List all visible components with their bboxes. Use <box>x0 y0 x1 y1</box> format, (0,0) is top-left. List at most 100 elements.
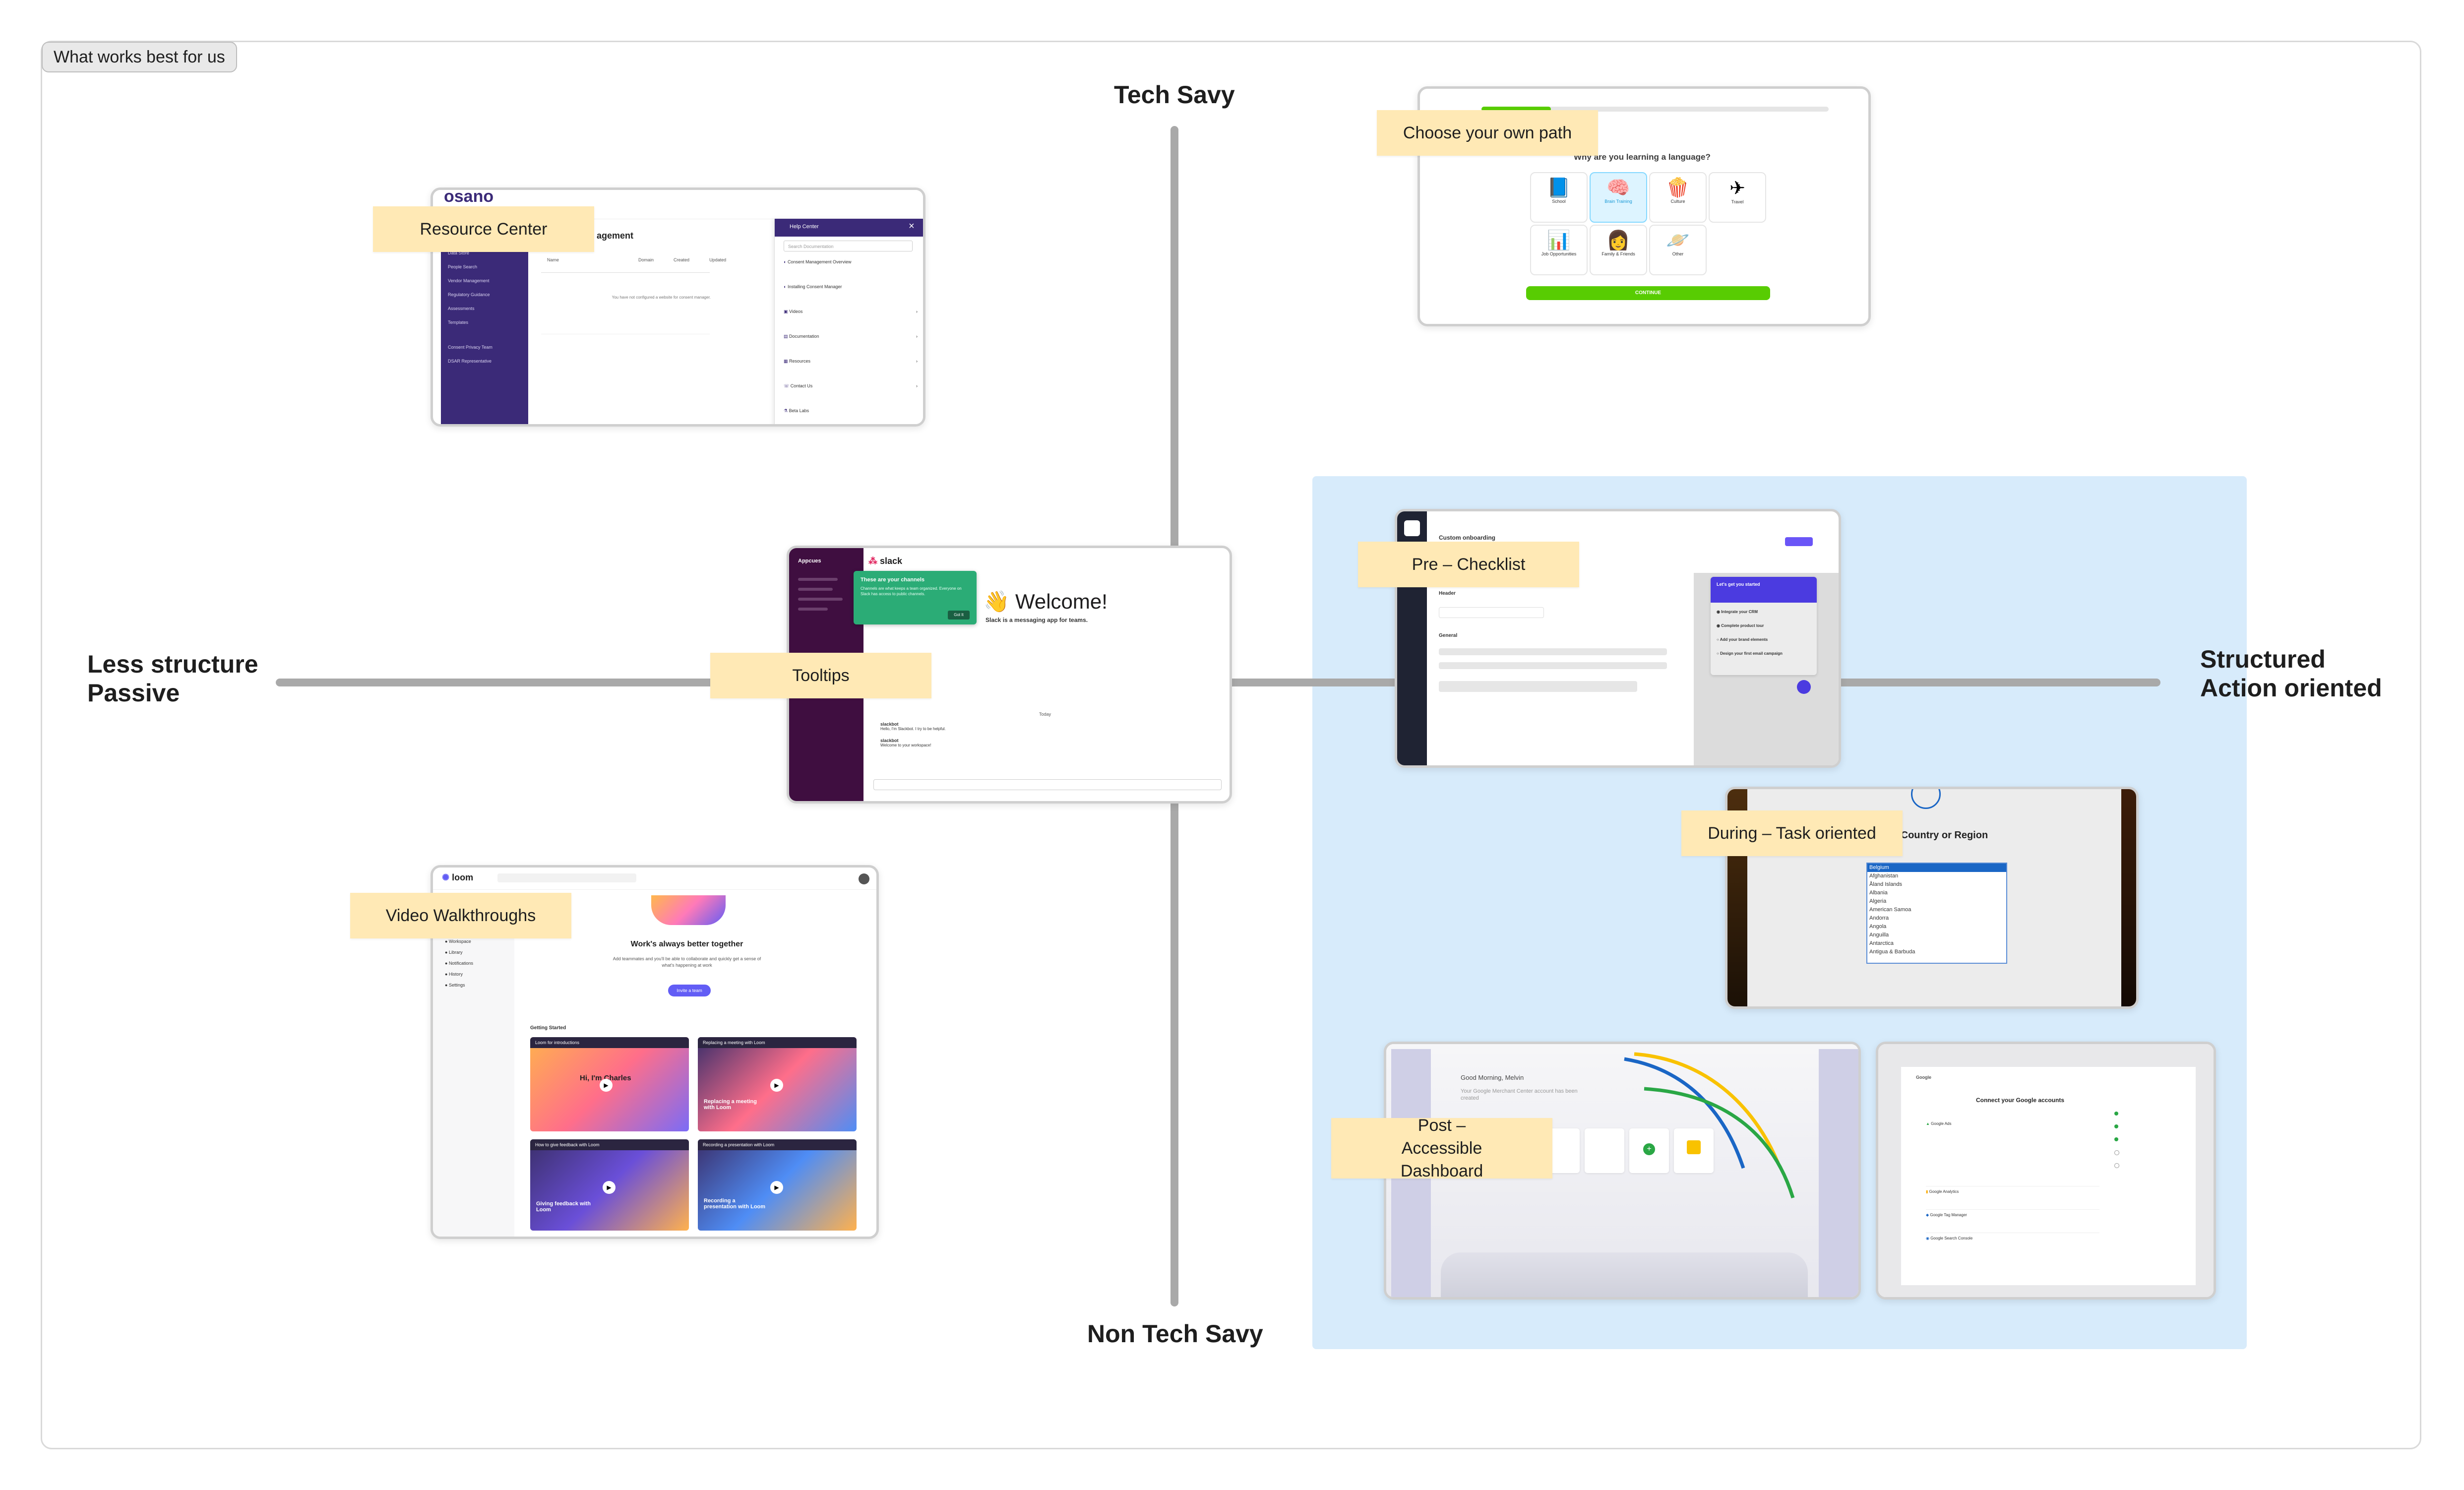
sidebar-item[interactable]: Consent Privacy Team <box>448 345 493 350</box>
osano-logo: osano <box>444 187 494 206</box>
dashboard-card[interactable]: + <box>1629 1128 1669 1173</box>
continue-button[interactable]: CONTINUE <box>1526 286 1770 300</box>
sidebar-item[interactable]: DSAR Representative <box>448 359 492 364</box>
country-option[interactable]: Albania <box>1869 890 1888 896</box>
loom-nav-item[interactable]: ● Workspace <box>445 939 471 944</box>
onboarding-checklist-widget[interactable]: Let's get you started ◉ Integrate your C… <box>1711 577 1817 675</box>
screenshot-region[interactable]: Your Country or Region Belgium Afghanist… <box>1725 787 2139 1009</box>
loom-nav-item[interactable]: ● Notifications <box>445 961 473 966</box>
play-icon[interactable]: ▶ <box>770 1079 783 1092</box>
dashboard-subtitle: Your Google Merchant Center account has … <box>1461 1088 1578 1101</box>
field[interactable] <box>1439 681 1637 692</box>
google-account-row[interactable]: ◉ Google Search Console <box>1926 1236 1973 1241</box>
dashboard-card[interactable] <box>1674 1128 1714 1173</box>
axis-label-left-line1: Less structure <box>87 650 258 678</box>
note-pre-checklist[interactable]: Pre – Checklist <box>1358 542 1579 587</box>
plane-icon: ✈ <box>1729 178 1745 199</box>
sidebar-item[interactable]: Vendor Management <box>448 278 490 283</box>
column-header[interactable]: Created <box>674 257 690 262</box>
close-icon[interactable]: × <box>909 221 915 232</box>
country-option[interactable]: Anguilla <box>1869 932 1889 938</box>
option-other[interactable]: 🪐Other <box>1649 225 1707 275</box>
country-option[interactable]: Antigua & Barbuda <box>1869 949 1915 955</box>
google-account-row[interactable]: ◆ Google Tag Manager <box>1926 1210 2099 1233</box>
option-travel[interactable]: ✈Travel <box>1709 172 1766 223</box>
play-icon[interactable]: ▶ <box>600 1079 613 1092</box>
screenshot-duolingo[interactable]: Why are you learning a language? 📘School… <box>1417 86 1871 326</box>
play-icon[interactable]: ▶ <box>770 1181 783 1194</box>
country-option[interactable]: American Samoa <box>1869 907 1911 913</box>
dashboard-card[interactable] <box>1585 1128 1624 1173</box>
country-option[interactable]: Angola <box>1869 924 1887 930</box>
help-menu-item[interactable]: ⚗ Beta Labs <box>784 408 809 413</box>
sidebar-item[interactable]: Templates <box>448 320 469 325</box>
video-card[interactable]: Recording a presentation with Loom Recor… <box>698 1139 857 1231</box>
sidebar-item[interactable]: Assessments <box>448 306 475 311</box>
google-account-row[interactable]: ▮ Google Analytics <box>1926 1186 2099 1210</box>
country-option[interactable]: Antarctica <box>1869 940 1894 946</box>
checklist-item[interactable]: ◉ Integrate your CRM <box>1717 610 1758 614</box>
axis-label-right: Structured Action oriented <box>2200 645 2382 702</box>
screenshot-loom[interactable]: ✺ loom ● Workspace ● Library ● Notificat… <box>431 865 879 1239</box>
column-header[interactable]: Updated <box>709 257 727 262</box>
video-card[interactable]: Loom for introductions Hi, I'm Charles ▶ <box>530 1037 689 1131</box>
help-menu-item[interactable]: ☏ Contact Us› <box>784 383 918 388</box>
country-option-selected[interactable]: Belgium <box>1867 864 2006 872</box>
field[interactable] <box>1439 607 1544 618</box>
publish-button[interactable] <box>1785 537 1813 546</box>
help-menu-item[interactable]: ◐ Installing Consent Manager <box>784 284 842 289</box>
country-option[interactable]: Åland Islands <box>1869 881 1903 887</box>
help-menu-item[interactable]: ▦ Resources› <box>784 359 918 364</box>
option-job[interactable]: 📊Job Opportunities <box>1530 225 1588 275</box>
country-option[interactable]: Algeria <box>1869 898 1887 904</box>
play-icon[interactable]: ▶ <box>603 1181 616 1194</box>
loom-nav-item[interactable]: ● Settings <box>445 983 465 988</box>
field[interactable] <box>1439 662 1667 669</box>
google-account-row[interactable]: ▲ Google Ads <box>1926 1121 2099 1186</box>
slack-workspace[interactable]: Appcues <box>798 558 821 564</box>
loom-nav-item[interactable]: ● History <box>445 972 463 977</box>
note-resource-center[interactable]: Resource Center <box>373 206 594 252</box>
checklist-item[interactable]: ○ Add your brand elements <box>1717 637 1768 642</box>
note-video-walkthroughs[interactable]: Video Walkthroughs <box>350 893 571 938</box>
field[interactable] <box>1439 648 1667 655</box>
tooltip-got-it-button[interactable]: Got It <box>948 611 970 620</box>
help-center-panel[interactable]: Help Center × Search Documentation ◐ Con… <box>774 219 923 424</box>
help-center-title: Help Center <box>790 224 819 230</box>
video-card[interactable]: How to give feedback with Loom Giving fe… <box>530 1139 689 1231</box>
screenshot-google-connect[interactable]: Google Connect your Google accounts ▲ Go… <box>1876 1042 2216 1300</box>
note-post-dashboard[interactable]: Post – Accessible Dashboard <box>1331 1116 1552 1180</box>
checklist-item[interactable]: ◉ Complete product tour <box>1717 623 1764 628</box>
note-during-task[interactable]: During – Task oriented <box>1681 810 1903 856</box>
avatar[interactable] <box>859 873 869 884</box>
slack-message-input[interactable] <box>873 779 1222 790</box>
help-center-header: Help Center × <box>775 219 923 237</box>
help-menu-item[interactable]: ▣ Videos› <box>784 309 918 314</box>
column-header[interactable]: Domain <box>638 257 654 262</box>
video-card[interactable]: Replacing a meeting with Loom Replacing … <box>698 1037 857 1131</box>
option-brain-training[interactable]: 🧠Brain Training <box>1590 172 1647 223</box>
invite-team-button[interactable]: Invite a team <box>668 985 711 996</box>
screenshot-osano[interactable]: osano Data Store People Search Vendor Ma… <box>431 187 925 427</box>
option-family[interactable]: 👩Family & Friends <box>1590 225 1647 275</box>
loom-nav-item[interactable]: ● Library <box>445 950 463 955</box>
launcher-icon[interactable] <box>1797 680 1811 694</box>
slack-tooltip[interactable]: These are your channels Channels are wha… <box>854 571 977 624</box>
country-option[interactable]: Afghanistan <box>1869 873 1899 879</box>
note-tooltips[interactable]: Tooltips <box>710 653 931 698</box>
checklist-item[interactable]: ○ Design your first email campaign <box>1717 651 1783 656</box>
frame-title[interactable]: What works best for us <box>42 42 237 72</box>
country-option[interactable]: Andorra <box>1869 915 1889 921</box>
help-search-input[interactable]: Search Documentation <box>784 241 913 251</box>
loom-search-input[interactable] <box>497 873 636 882</box>
help-menu-item[interactable]: ▤ Documentation› <box>784 334 918 339</box>
sidebar-item[interactable]: People Search <box>448 264 478 269</box>
sidebar-item[interactable]: Data Store <box>448 250 470 255</box>
country-select-list[interactable]: Belgium Afghanistan Åland Islands Albani… <box>1866 863 2007 964</box>
option-school[interactable]: 📘School <box>1530 172 1588 223</box>
note-choose-path[interactable]: Choose your own path <box>1377 110 1598 156</box>
option-culture[interactable]: 🍿Culture <box>1649 172 1707 223</box>
column-header[interactable]: Name <box>547 257 559 262</box>
help-menu-item[interactable]: ◐ Consent Management Overview <box>784 259 852 264</box>
sidebar-item[interactable]: Regulatory Guidance <box>448 292 490 297</box>
